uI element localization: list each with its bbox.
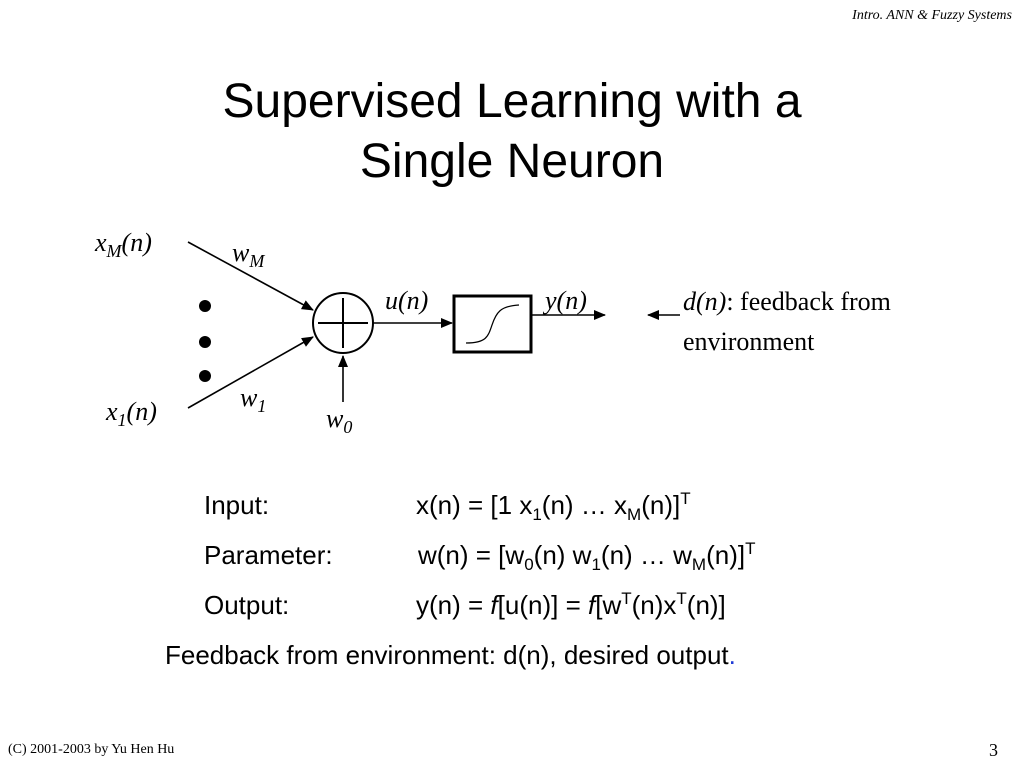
y-label: y(n)	[545, 286, 587, 315]
input-equation: x(n) = [1 x1(n) … xM(n)]T	[416, 489, 691, 524]
ellipsis-dot-3	[199, 370, 211, 382]
parameter-equation-row: Parameter: w(n) = [w0(n) w1(n) … wM(n)]T	[204, 539, 904, 574]
input-label-top: xM(n)	[95, 228, 152, 261]
slide-title-line2: Single Neuron	[359, 135, 665, 188]
feedback-description: Feedback from environment: d(n), desired…	[165, 640, 736, 670]
input-equation-label: Input:	[204, 490, 270, 520]
feedback-text-line2: environment	[683, 327, 815, 356]
feedback-variable: d(n)	[683, 287, 727, 316]
output-equation-row: Output: y(n) = f[u(n)] = f[wT(n)xT(n)]	[204, 589, 904, 621]
parameter-equation: w(n) = [w0(n) w1(n) … wM(n)]T	[418, 539, 756, 574]
u-label: u(n)	[385, 286, 429, 315]
input-line-bottom	[187, 336, 314, 409]
feedback-text-line1: : feedback from	[726, 287, 891, 316]
slide-title-line1: Supervised Learning with a	[222, 75, 802, 128]
weight-label-top: wM	[232, 238, 265, 271]
course-header: Intro. ANN & Fuzzy Systems	[852, 8, 1012, 23]
page-number: 3	[989, 740, 998, 760]
input-equation-row: Input: x(n) = [1 x1(n) … xM(n)]T	[204, 489, 824, 524]
output-equation-label: Output:	[204, 590, 290, 620]
bias-label: w0	[326, 404, 353, 437]
parameter-equation-label: Parameter:	[204, 540, 333, 570]
ellipsis-dot-2	[199, 336, 211, 348]
sigmoid-curve	[465, 304, 520, 344]
ellipsis-dot-1	[199, 300, 211, 312]
weight-label-bottom: w1	[240, 383, 267, 416]
output-equation: y(n) = f[u(n)] = f[wT(n)xT(n)]	[416, 589, 726, 620]
feedback-label: d(n): feedback from	[683, 287, 891, 317]
copyright-footer: (C) 2001-2003 by Yu Hen Hu	[8, 742, 175, 757]
input-line-top	[187, 241, 314, 311]
input-label-bottom: x1(n)	[106, 397, 157, 430]
slide-title: Supervised Learning with a Single Neuron	[0, 72, 1024, 192]
